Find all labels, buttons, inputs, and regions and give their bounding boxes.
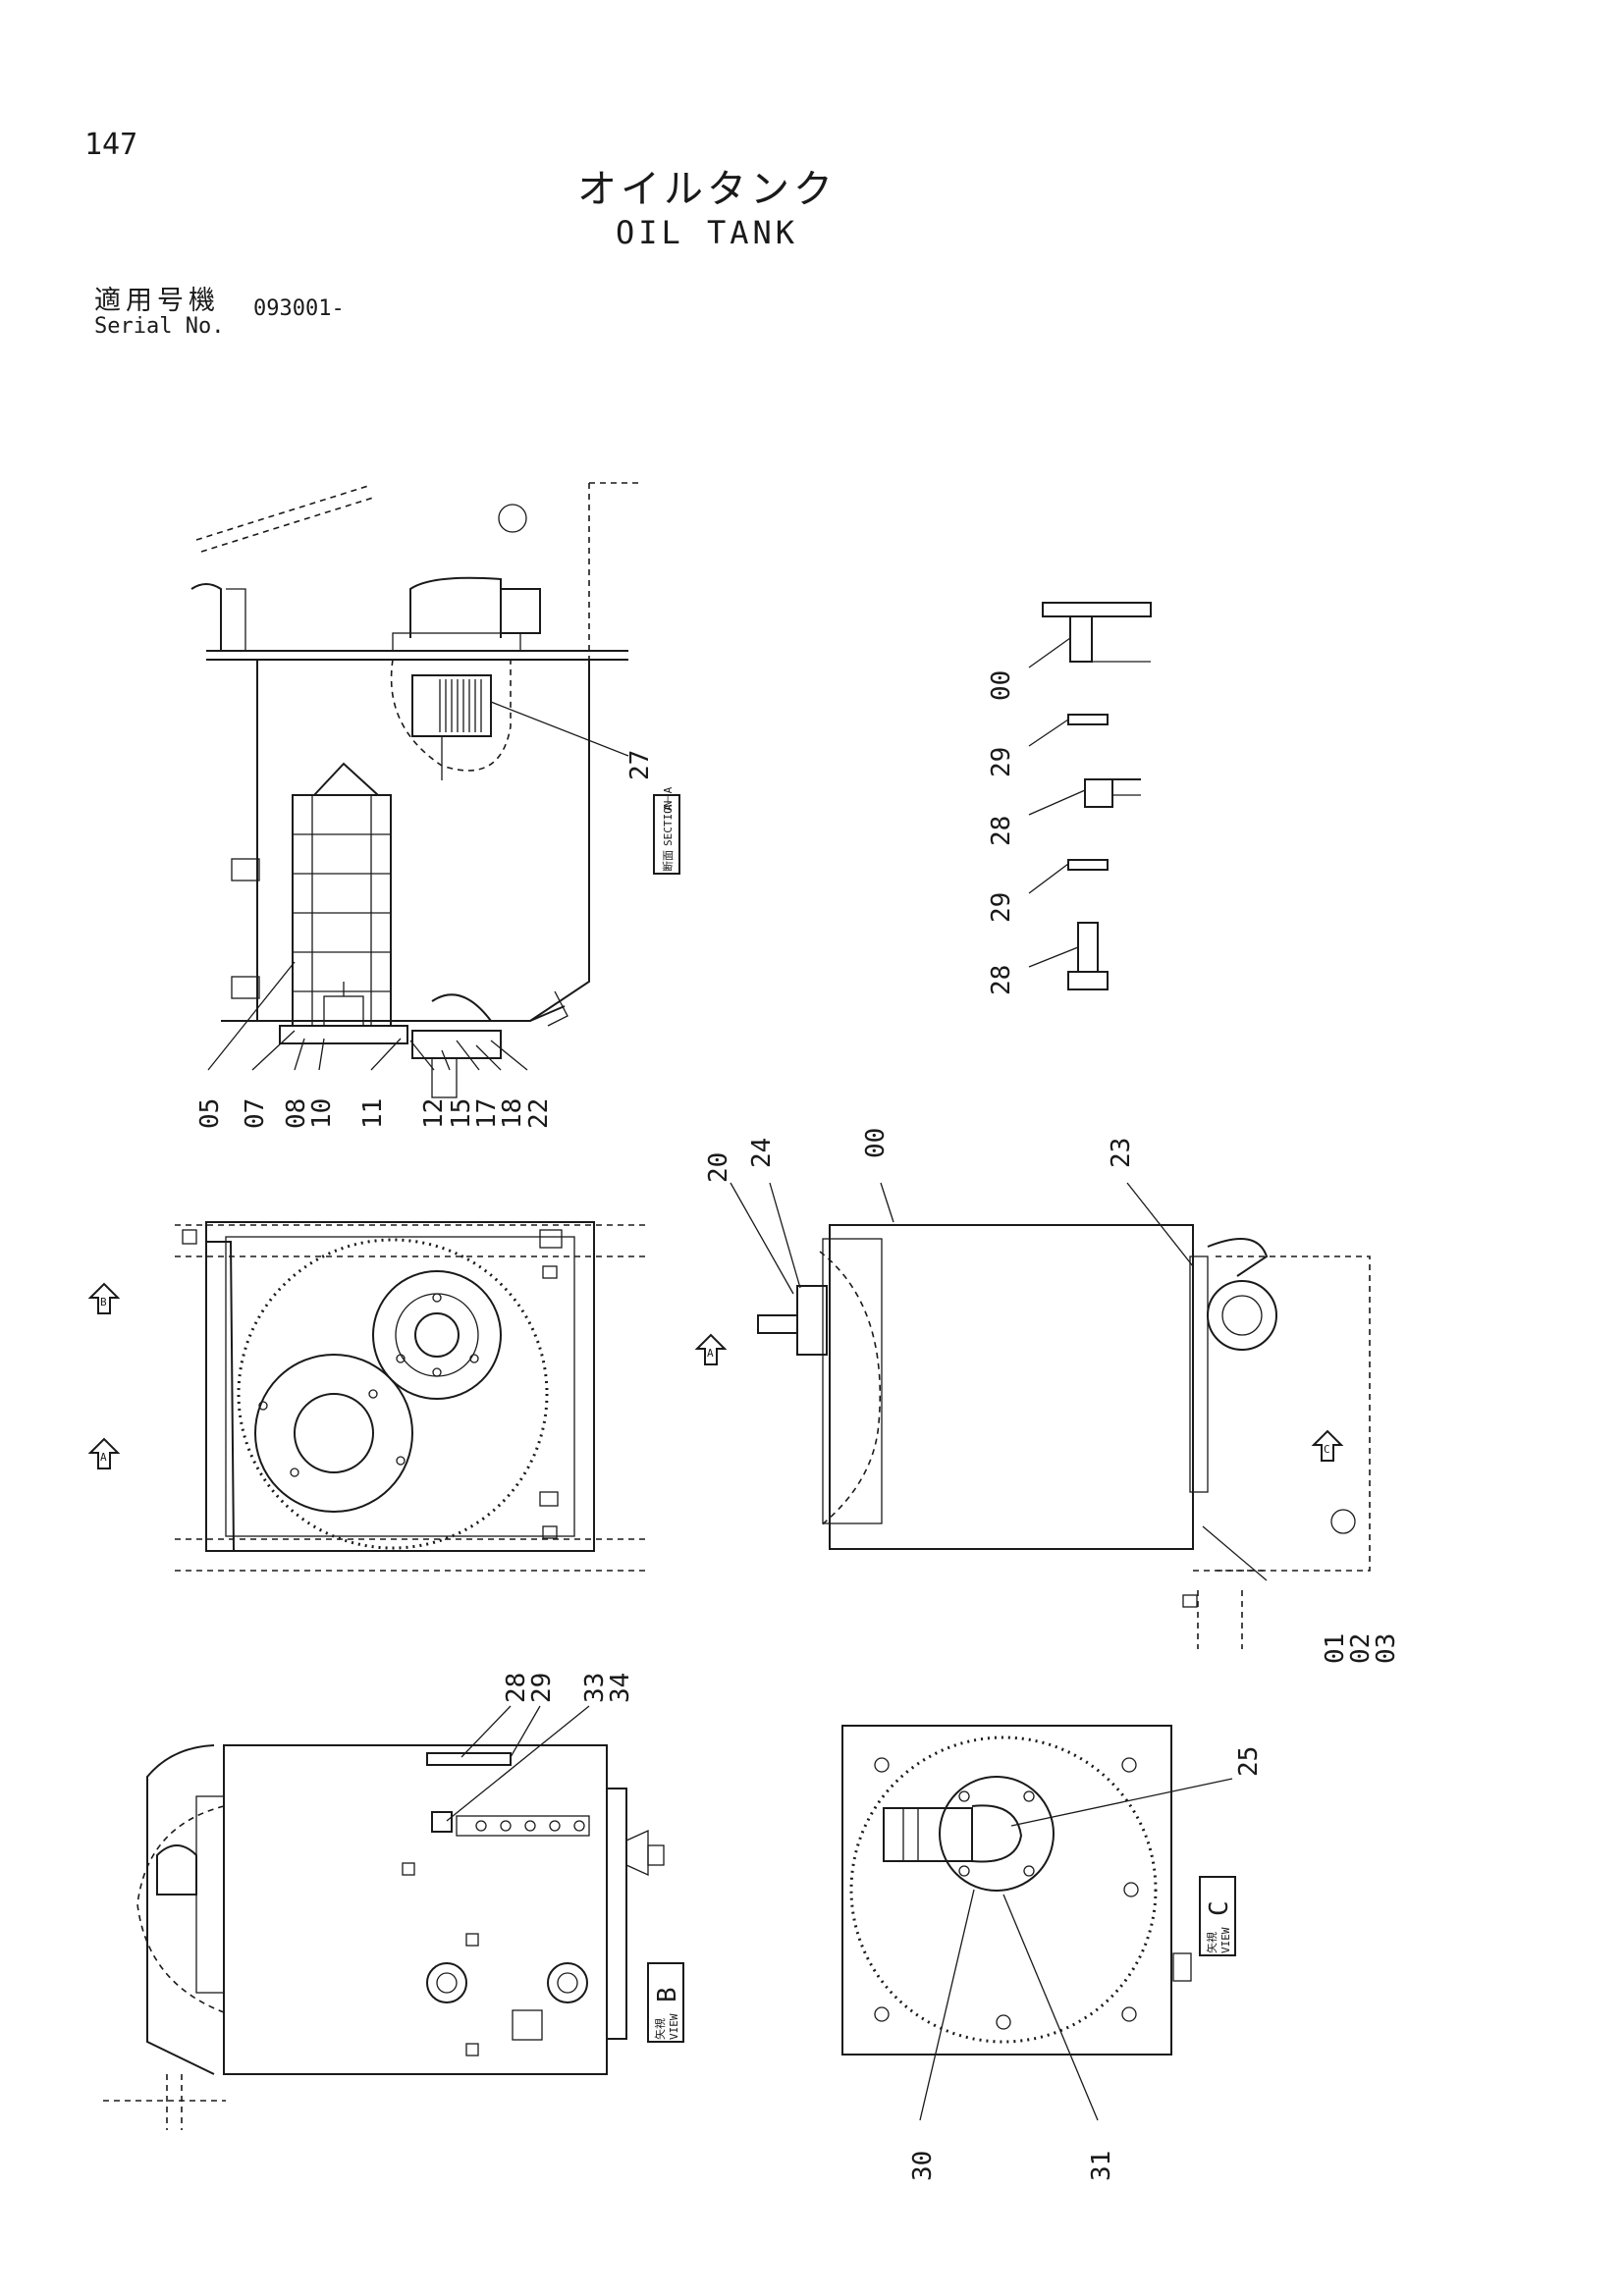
side-callout-leaders [730, 1182, 1268, 1581]
detail-callout-28a: 28 [987, 816, 1016, 846]
side-callout-20: 20 [704, 1152, 733, 1183]
section-label-jp: 断面 [661, 850, 675, 872]
arrow-c-label: C [1324, 1443, 1330, 1456]
side-callout-23: 23 [1107, 1138, 1136, 1168]
view-b-label: 矢視 VIEW B [647, 1962, 684, 2043]
side-callout-24: 24 [747, 1138, 777, 1168]
side-callout-03: 03 [1372, 1633, 1401, 1664]
view-b-callout-leaders [446, 1705, 590, 1822]
detail-callouts: 00 29 28 29 28 [987, 670, 1016, 995]
side-callouts: 00 20 24 23 01 02 03 [704, 1128, 1401, 1664]
section-callout-leaders [207, 701, 629, 1071]
callout-07: 07 [241, 1098, 270, 1129]
callout-18: 18 [498, 1098, 527, 1129]
view-c-label: 矢視 VIEW C [1199, 1876, 1236, 1956]
section-a-a-label: 断面 SECTION A－A [653, 786, 680, 875]
view-b-drawing [103, 1744, 665, 2130]
view-b-label-en: VIEW [668, 2013, 680, 2040]
serial-label-english: Serial No. [94, 314, 225, 339]
serial-label-japanese: 適用号機 [94, 286, 220, 316]
view-c-drawing [841, 1725, 1192, 2056]
callout-05: 05 [195, 1098, 225, 1129]
callout-27: 27 [625, 750, 655, 780]
callout-10: 10 [307, 1098, 337, 1129]
view-b-callout-29: 29 [527, 1673, 557, 1703]
view-arrow-a-right: A [694, 1333, 728, 1365]
view-arrow-a-left: A [87, 1437, 121, 1469]
detail-callout-29a: 29 [987, 747, 1016, 777]
view-b-callout-33: 33 [580, 1673, 610, 1703]
view-c-callout-leaders [919, 1778, 1233, 2121]
callout-11: 11 [358, 1098, 388, 1129]
view-arrow-b: B [87, 1282, 121, 1314]
detail-callout-leaders [1028, 637, 1086, 968]
callout-08: 08 [282, 1098, 311, 1129]
view-c-label-jp: 矢視 [1205, 1932, 1218, 1953]
arrow-a-right-label: A [707, 1347, 714, 1360]
section-label-en: SECTION [662, 801, 675, 846]
page-number: 147 [84, 128, 138, 162]
view-arrow-c: C [1311, 1429, 1344, 1462]
view-b-callouts: 28 29 33 34 [502, 1673, 635, 1703]
callout-12: 12 [419, 1098, 449, 1129]
view-c-callout-30: 30 [908, 2151, 938, 2181]
view-b-label-jp: 矢視 [653, 2018, 667, 2040]
callout-17: 17 [472, 1098, 502, 1129]
serial-number-value: 093001- [253, 296, 345, 321]
view-c-callout-25: 25 [1234, 1746, 1264, 1777]
page-title-japanese: オイルタンク [577, 167, 837, 212]
detail-callout-00: 00 [987, 670, 1016, 701]
page-title-english: OIL TANK [615, 214, 799, 251]
top-view-drawing [175, 1221, 648, 1572]
side-callout-00: 00 [861, 1128, 891, 1158]
view-c-label-id: C [1205, 1900, 1234, 1916]
callout-22: 22 [524, 1098, 554, 1129]
section-label-id: A－A [662, 786, 675, 811]
view-c-callouts: 25 30 31 [908, 1746, 1264, 2181]
detail-column-drawing [1042, 602, 1152, 990]
view-b-label-id: B [653, 1987, 682, 2002]
section-callouts: 05 07 08 10 11 12 15 17 18 22 27 [195, 750, 655, 1129]
view-b-callout-28: 28 [502, 1673, 531, 1703]
arrow-a-left-label: A [100, 1451, 107, 1464]
detail-callout-29b: 29 [987, 892, 1016, 923]
view-c-callout-31: 31 [1087, 2151, 1116, 2181]
side-callout-01: 01 [1321, 1633, 1350, 1664]
side-view-drawing [757, 1224, 1371, 1649]
section-view-drawing [190, 482, 638, 1098]
view-c-label-en: VIEW [1219, 1927, 1232, 1953]
side-callout-02: 02 [1346, 1633, 1376, 1664]
view-b-callout-34: 34 [606, 1673, 635, 1703]
detail-callout-28b: 28 [987, 965, 1016, 995]
arrow-b-label: B [100, 1296, 107, 1308]
callout-15: 15 [447, 1098, 476, 1129]
